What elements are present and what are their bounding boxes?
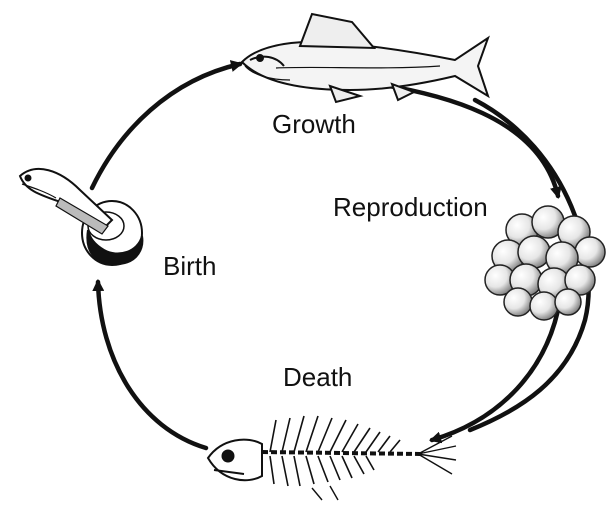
hatching-larva-icon <box>20 169 142 265</box>
stage-label-growth: Growth <box>272 111 356 137</box>
stage-label-reproduction: Reproduction <box>333 194 488 220</box>
arrow-birth-to-growth <box>92 64 240 188</box>
arrow-death-to-birth <box>98 282 206 448</box>
stage-label-birth: Birth <box>163 253 216 279</box>
adult-fish-icon <box>242 14 488 102</box>
fish-skeleton-icon <box>208 416 456 500</box>
stage-label-death: Death <box>283 364 352 390</box>
